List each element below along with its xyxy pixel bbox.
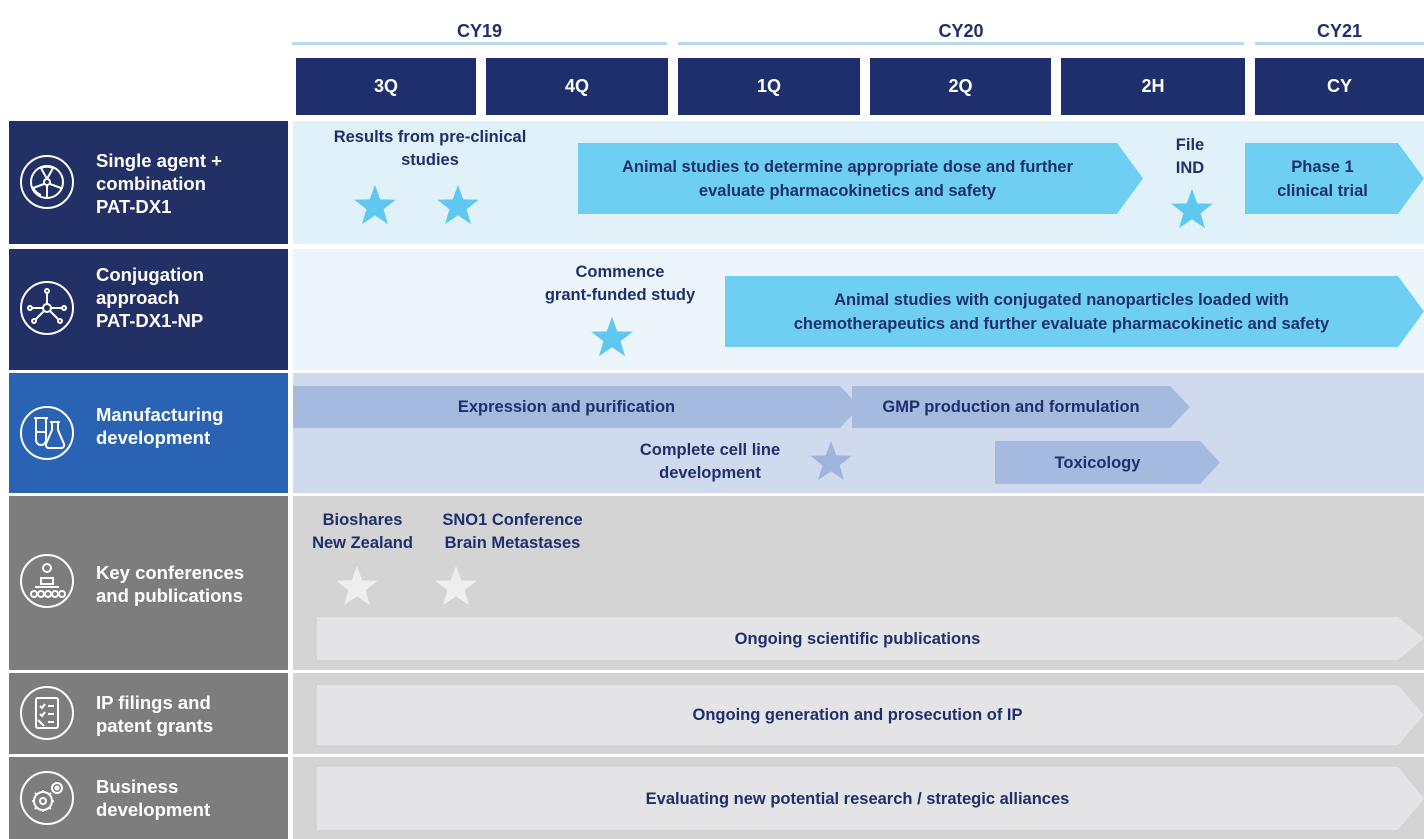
milestone-star	[436, 184, 480, 226]
row-label-line: Single agent +	[96, 150, 222, 171]
note-line: SNO1 Conference	[442, 511, 583, 529]
arrow-text: Evaluating new potential research / stra…	[645, 789, 1070, 808]
note-line: File	[1175, 136, 1205, 154]
year-cy21-underline	[1255, 42, 1424, 45]
year-cy20: CY20	[938, 21, 984, 41]
note-line: studies	[401, 151, 459, 169]
row-label-line: combination	[96, 173, 206, 194]
radiation-icon	[20, 155, 74, 209]
arrow-gmp-production: GMP production and formulation	[852, 386, 1190, 428]
row-label-line: PAT-DX1-NP	[96, 310, 204, 331]
quarter-4q: 4Q	[486, 58, 668, 115]
arrow-ip-prosecution: Ongoing generation and prosecution of IP	[317, 685, 1424, 745]
note-line: Bioshares	[322, 511, 403, 529]
arrow-text-line: evaluate pharmacokinetics and safety	[698, 181, 997, 200]
row-label-line: development	[96, 427, 211, 448]
arrow-strategic-alliances: Evaluating new potential research / stra…	[317, 767, 1424, 830]
note-line: Complete cell line	[639, 441, 781, 459]
arrow-text-line: Phase 1	[1291, 157, 1354, 176]
note-sno-conference: SNO1 Conference Brain Metastases	[430, 509, 595, 555]
note-commence-grant: Commence grant-funded study	[520, 261, 720, 307]
row-label-single-agent: Single agent + combination PAT-DX1	[9, 121, 288, 244]
row-label-ip: IP filings and patent grants	[9, 673, 288, 754]
milestone-star	[809, 440, 853, 482]
arrow-phase1-clinical-trial: Phase 1 clinical trial	[1245, 143, 1424, 214]
row-label-line: Conjugation	[96, 264, 204, 285]
arrow-text: Toxicology	[1054, 453, 1141, 472]
note-line: Results from pre-clinical	[333, 128, 527, 146]
note-line: New Zealand	[312, 534, 413, 552]
arrow-animal-studies-dose: Animal studies to determine appropriate …	[578, 143, 1143, 214]
quarter-1q: 1Q	[678, 58, 860, 115]
note-cell-line: Complete cell line development	[610, 439, 810, 485]
note-preclinical-results: Results from pre-clinical studies	[300, 126, 560, 172]
arrow-text-line: clinical trial	[1277, 181, 1368, 200]
year-cy19: CY19	[456, 21, 503, 41]
row-label-line: development	[96, 799, 211, 820]
arrow-text-line: chemotherapeutics and further evaluate p…	[793, 314, 1330, 333]
conference-star	[434, 565, 478, 607]
arrow-text: Expression and purification	[457, 398, 676, 416]
arrow-conjugated-nanoparticles: Animal studies with conjugated nanoparti…	[725, 276, 1424, 347]
year-cy19-underline	[292, 42, 667, 45]
note-line: grant-funded study	[544, 286, 696, 304]
arrow-text: Ongoing generation and prosecution of IP	[692, 706, 1023, 724]
conference-star	[335, 565, 379, 607]
arrow-scientific-publications: Ongoing scientific publications	[317, 617, 1424, 660]
row-label-conjugation: Conjugation approach PAT-DX1-NP	[9, 249, 288, 370]
year-cy20-underline	[678, 42, 1244, 45]
quarter-2h: 2H	[1061, 58, 1245, 115]
gears-icon	[20, 771, 74, 825]
molecule-icon	[20, 281, 74, 335]
note-bioshares: Bioshares New Zealand	[300, 509, 425, 555]
arrow-text-line: Animal studies with conjugated nanoparti…	[834, 290, 1289, 309]
quarter-2q: 2Q	[870, 58, 1051, 115]
arrow-text: Ongoing scientific publications	[734, 629, 981, 648]
row-label-line: approach	[96, 287, 180, 308]
note-line: Commence	[575, 263, 665, 281]
checklist-icon	[20, 686, 74, 740]
quarter-3q: 3Q	[296, 58, 476, 115]
row-label-line: Key conferences	[96, 562, 245, 583]
arrow-text: GMP production and formulation	[882, 398, 1140, 416]
row-label-manufacturing: Manufacturing development	[9, 373, 288, 493]
milestone-star	[1170, 188, 1214, 230]
row-label-business: Business development	[9, 757, 288, 839]
arrow-text-line: Animal studies to determine appropriate …	[621, 157, 1074, 176]
row-label-line: Business	[96, 776, 179, 797]
row-label-line: and publications	[96, 585, 243, 606]
quarter-cy: CY	[1255, 58, 1424, 115]
note-line: Brain Metastases	[444, 534, 581, 552]
milestone-star	[353, 184, 397, 226]
arrow-toxicology: Toxicology	[995, 441, 1220, 484]
milestone-star	[590, 316, 634, 358]
row-label-line: Manufacturing	[96, 404, 224, 425]
row-label-line: patent grants	[96, 715, 214, 736]
arrow-expression-purification: Expression and purification	[293, 386, 860, 428]
row-label-line: PAT-DX1	[96, 196, 172, 217]
year-cy21: CY21	[1316, 21, 1363, 41]
lab-flask-icon	[20, 406, 74, 460]
row-label-conferences: Key conferences and publications	[9, 496, 288, 670]
note-line: IND	[1175, 159, 1205, 177]
row-label-line: IP filings and	[96, 692, 211, 713]
conference-icon	[20, 554, 74, 608]
note-file-ind: File IND	[1160, 134, 1220, 180]
note-line: development	[659, 464, 761, 482]
